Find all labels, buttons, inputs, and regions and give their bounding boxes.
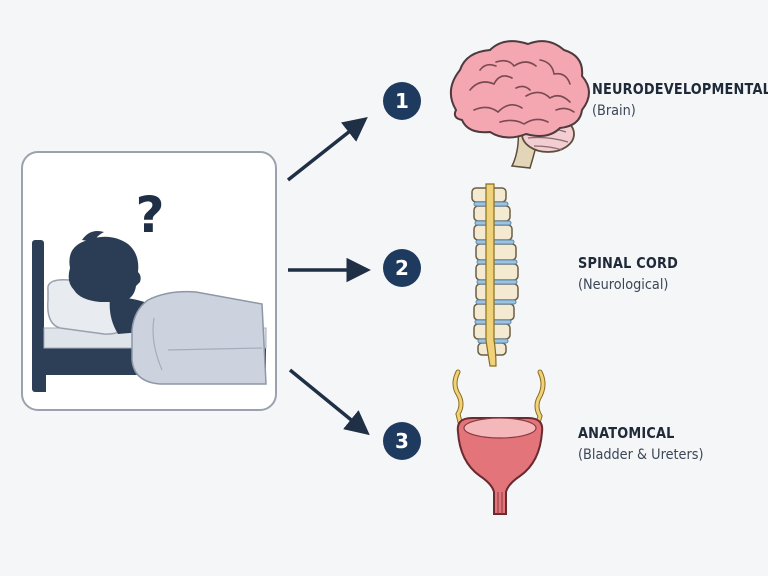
cause-subtitle-3: (Bladder & Ureters) bbox=[578, 447, 704, 463]
child-in-bed-panel: ? bbox=[21, 151, 277, 411]
cause-title-2: SPINAL CORD bbox=[578, 254, 679, 272]
cause-title-3: ANATOMICAL bbox=[578, 424, 675, 442]
cause-title-1: NEURODEVELOPMENTAL bbox=[592, 80, 768, 98]
arrow-to-cause-1 bbox=[286, 116, 368, 182]
cause-subtitle-2: (Neurological) bbox=[578, 277, 669, 293]
spine-icon bbox=[471, 183, 519, 367]
blanket bbox=[131, 290, 267, 385]
cause-subtitle-1: (Brain) bbox=[592, 103, 636, 119]
cause-label-1: NEURODEVELOPMENTAL (Brain) bbox=[592, 80, 768, 119]
question-mark: ? bbox=[135, 186, 164, 244]
number-badge-2: 2 bbox=[383, 249, 421, 287]
number-badge-1: 1 bbox=[383, 82, 421, 120]
bed-headboard bbox=[32, 240, 44, 392]
number-badge-3: 3 bbox=[383, 422, 421, 460]
cause-label-2: SPINAL CORD (Neurological) bbox=[578, 254, 694, 293]
cause-label-3: ANATOMICAL (Bladder & Ureters) bbox=[578, 424, 714, 463]
arrow-to-cause-3 bbox=[288, 368, 370, 436]
bladder-icon bbox=[452, 369, 546, 515]
cause-number-3: 3 bbox=[395, 429, 409, 453]
brain-icon bbox=[449, 40, 590, 169]
arrows bbox=[286, 116, 371, 436]
cause-number-1: 1 bbox=[395, 89, 409, 113]
cause-number-2: 2 bbox=[395, 256, 409, 280]
